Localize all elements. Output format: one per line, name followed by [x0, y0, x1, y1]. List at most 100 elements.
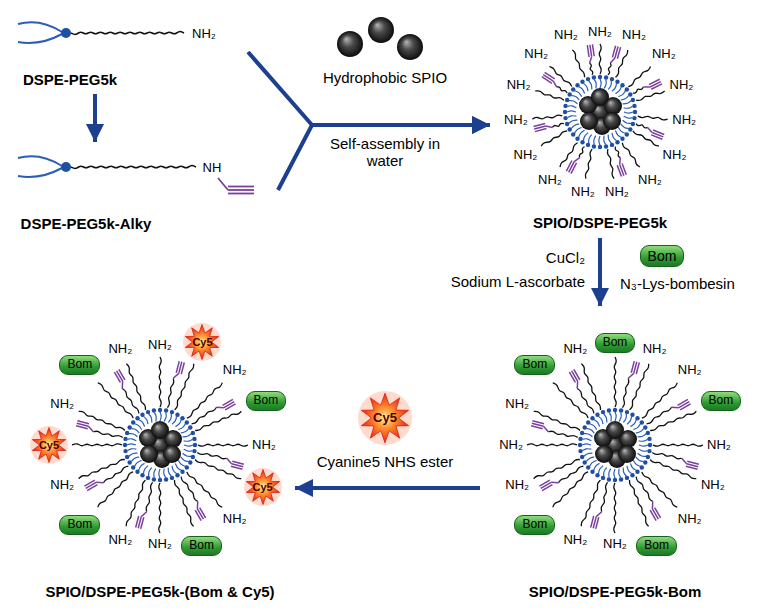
lipid-tail: [575, 91, 582, 97]
phosphate-head: [575, 83, 579, 87]
peg-chain: [71, 166, 196, 169]
phosphate-head: [586, 420, 590, 424]
reaction-arrow: [93, 94, 97, 142]
lipid-molecule: DSPE-PEG5kNH₂: [8, 10, 248, 94]
phosphate-head: [175, 473, 179, 477]
lipid-tail: [636, 429, 644, 434]
alkyne-group: [114, 369, 125, 388]
amine-group: NH₂: [50, 397, 74, 412]
alkyne-group: [650, 502, 661, 521]
peg-chain: [187, 472, 222, 507]
lipid-tail: [615, 130, 621, 137]
phosphate-head: [127, 460, 131, 464]
lipid-tail: [164, 469, 166, 478]
lipid-tail: [639, 439, 648, 441]
alkyne-group: [539, 480, 558, 491]
phosphate-head: [188, 460, 192, 464]
lipid-tail: [594, 136, 596, 145]
peg-chain: [79, 460, 125, 479]
alkyne-group: [617, 158, 626, 177]
phosphate-head: [604, 75, 608, 79]
lipid-tail: [168, 468, 171, 476]
reaction-arrow: [598, 238, 602, 306]
peg-chain: [560, 143, 578, 167]
lipid-tail: [638, 453, 646, 456]
lipid-tail: [571, 96, 579, 101]
alkyne-group: [643, 79, 662, 89]
bombesin-icon: Bom: [640, 245, 685, 267]
alkyne-group: [195, 502, 206, 521]
phosphate-head: [601, 410, 605, 414]
amine-group: NH₂: [571, 185, 595, 200]
lipid-tail: [582, 444, 591, 445]
phosphate-head: [592, 144, 596, 148]
phosphate-head: [123, 449, 127, 453]
peg-chain: [638, 116, 668, 120]
phosphate-head: [575, 137, 579, 141]
reagent-label: N₃-Lys-bombesin: [620, 275, 735, 292]
spio-core: [595, 445, 613, 463]
phosphate-head: [580, 140, 584, 144]
phosphate-head: [123, 437, 127, 441]
lipid-tail: [584, 434, 592, 437]
peg-chain: [642, 472, 677, 507]
phosphate-head: [563, 104, 567, 108]
phosphate-head: [563, 116, 567, 120]
compound-label: SPIO/DSPE-PEG5k-Bom: [529, 583, 702, 600]
lipid-tail: [584, 83, 589, 91]
lipid-tail: [604, 414, 607, 422]
amine-group: NH₂: [554, 28, 578, 43]
peg-chain: [608, 63, 611, 75]
phosphate-head: [648, 443, 652, 447]
peg-chain: [650, 411, 696, 430]
nanoparticle-drawing: [527, 357, 703, 533]
reaction-arrow: [248, 52, 490, 125]
lipid-tail: [144, 416, 149, 424]
lipid-tail: [175, 420, 181, 427]
peg-chain: [590, 63, 593, 75]
phosphate-head: [607, 408, 611, 412]
phosphate-head: [185, 465, 189, 469]
lipid-tail: [600, 79, 601, 88]
alkyne-group: [628, 361, 639, 378]
lipid-tail: [168, 414, 171, 422]
glow: [244, 468, 282, 506]
bombesin-tag: Bom: [636, 536, 677, 556]
phosphate-head: [604, 144, 608, 148]
phosphate-head: [185, 420, 189, 424]
star-shape: [186, 325, 219, 360]
amine-group: NH₂: [643, 342, 667, 357]
alkyne-group: [84, 480, 103, 491]
phosphate-head: [632, 116, 636, 120]
peg-chain: [636, 477, 653, 502]
phosphate-head: [646, 431, 650, 435]
phosphate-head: [123, 443, 127, 447]
amine-group: NH₂: [192, 27, 216, 42]
phosphate-head: [631, 122, 635, 126]
lipid-tail: [609, 469, 611, 478]
lipid-tail: [594, 80, 596, 89]
peg-chain: [628, 66, 650, 86]
lipid-tail: [569, 120, 577, 123]
lipid-tail: [129, 434, 137, 437]
phosphate-head: [158, 478, 162, 482]
phosphate-head: [578, 437, 582, 441]
phosphate-head: [565, 122, 569, 126]
peg-chain: [98, 472, 133, 507]
bombesin-tag: Bom: [701, 391, 742, 411]
lipid-tail: [604, 136, 606, 145]
alkyne-group: [672, 399, 691, 410]
amine-group: NH₂: [514, 148, 538, 163]
lipid-tail: [172, 416, 177, 424]
alkyne-group: [648, 127, 665, 139]
alkyne-group: [569, 369, 580, 388]
phosphate-head: [586, 143, 590, 147]
peg-chain: [532, 115, 562, 119]
peg-chain: [146, 482, 152, 511]
compound-label: SPIO/DSPE-PEG5k-(Bom & Cy5): [45, 583, 274, 600]
alkyne-group: [587, 44, 594, 63]
phosphate-head: [586, 465, 590, 469]
phosphate-head: [131, 465, 135, 469]
amine-group: NH₂: [563, 342, 587, 357]
bombesin-tag: Bom: [514, 355, 555, 375]
